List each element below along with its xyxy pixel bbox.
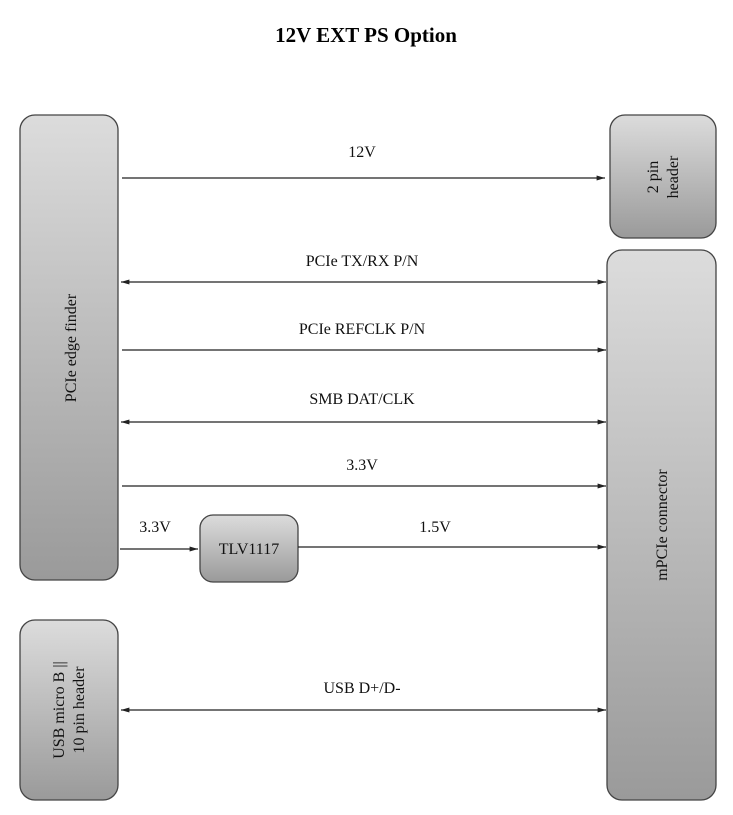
pin-header-label-line1: 2 pin [645, 161, 662, 193]
regulator-label: TLV1117 [219, 541, 279, 558]
diagram-title: 12V EXT PS Option [275, 23, 457, 47]
usb-label-line1: USB micro B || [51, 661, 68, 759]
usb-block: USB micro B || 10 pin header [19, 619, 119, 801]
two-pin-header-block: 2 pin header [609, 114, 717, 239]
label-refclk: PCIe REFCLK P/N [299, 321, 426, 338]
pcie-edge-label: PCIe edge finder [63, 293, 80, 402]
label-3v3-regulator-in: 3.3V [139, 519, 171, 536]
mpcie-label: mPCIe connector [654, 469, 671, 581]
label-smb: SMB DAT/CLK [309, 391, 415, 408]
label-usb: USB D+/D- [323, 680, 400, 697]
label-12v: 12V [348, 144, 376, 161]
pin-header-label-line2: header [665, 155, 682, 198]
usb-label-line2: 10 pin header [71, 666, 88, 754]
pcie-edge-finder-block: PCIe edge finder [19, 114, 119, 581]
mpcie-connector-block: mPCIe connector [606, 249, 717, 801]
label-1v5: 1.5V [419, 519, 451, 536]
tlv1117-regulator-block: TLV1117 [199, 514, 299, 583]
label-txrx: PCIe TX/RX P/N [306, 253, 419, 270]
label-3v3: 3.3V [346, 457, 378, 474]
